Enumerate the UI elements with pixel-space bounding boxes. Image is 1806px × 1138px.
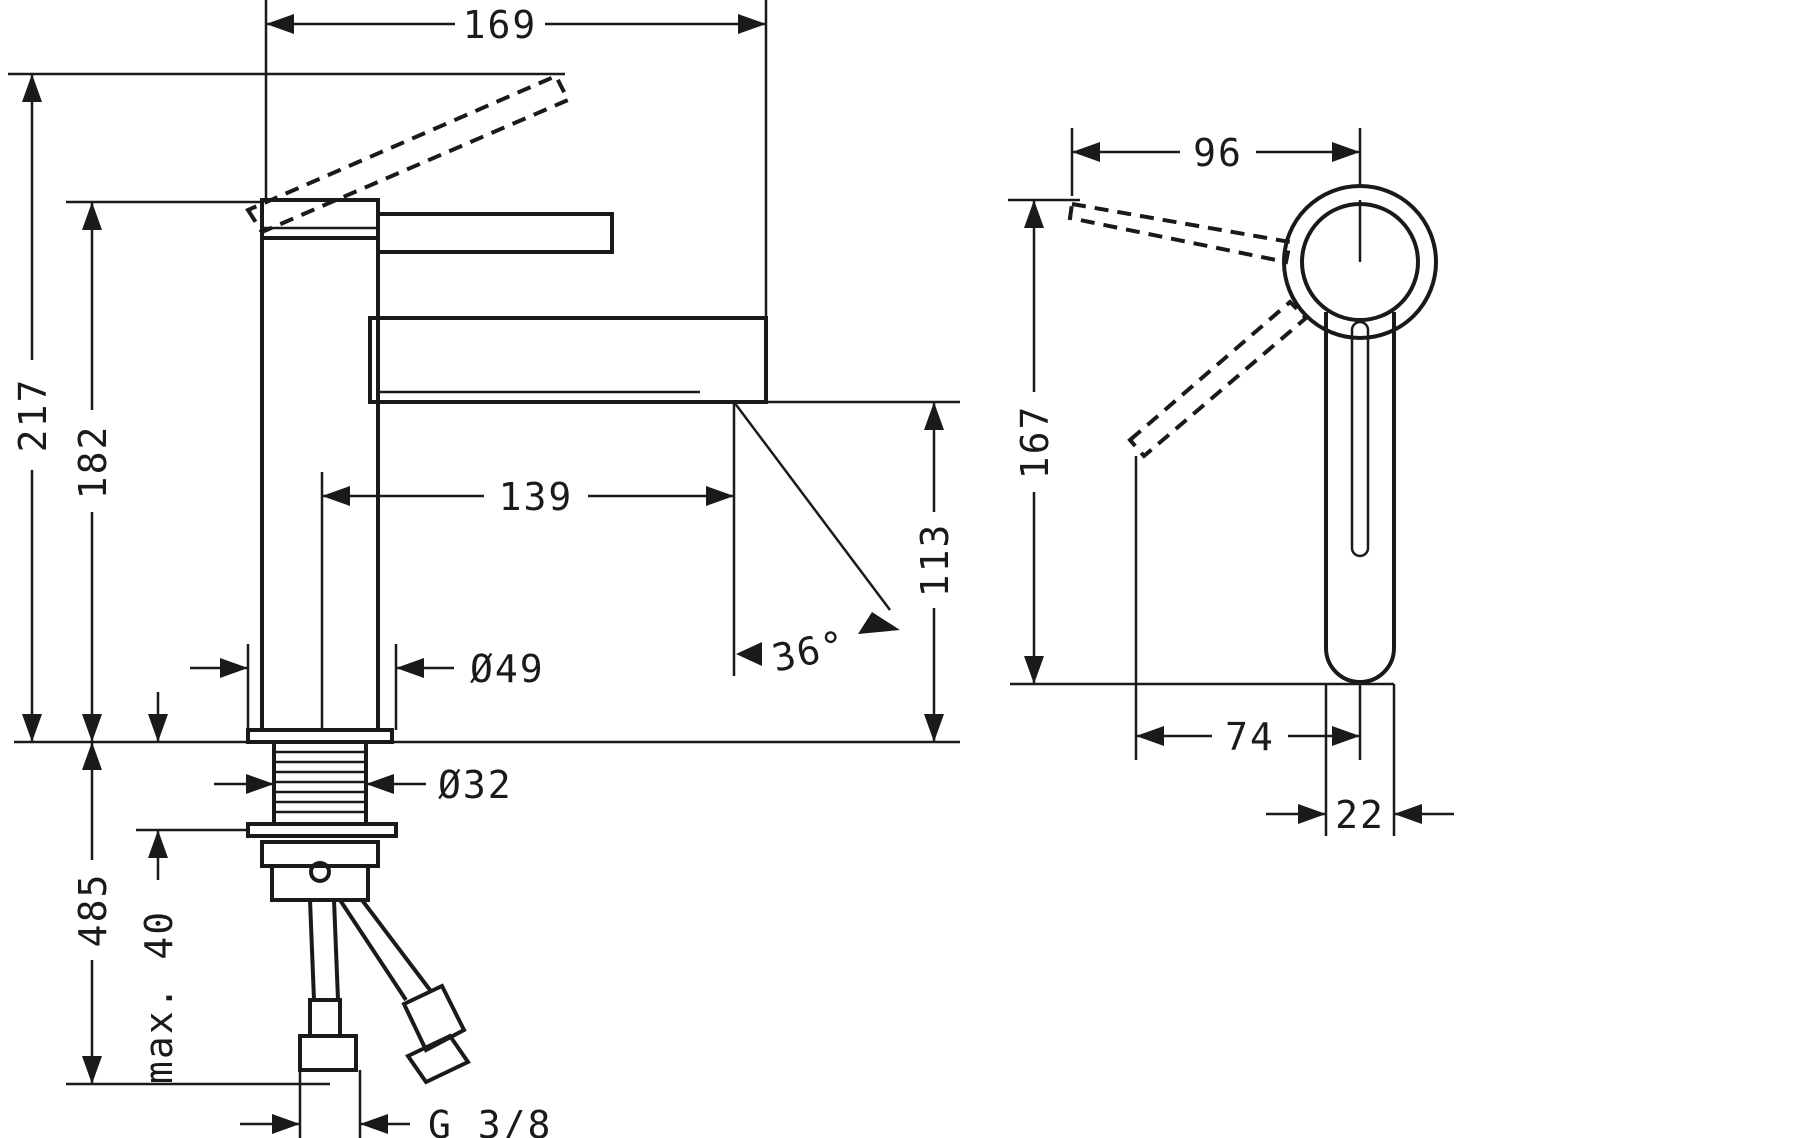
dim-hose-length: 485 xyxy=(66,742,330,1086)
dim-spout-angle: 36° xyxy=(733,401,900,681)
front-view: 169 217 182 139 xyxy=(8,0,960,1138)
dim-shank-diameter: Ø32 xyxy=(214,763,513,807)
label-217: 217 xyxy=(11,378,55,453)
label-167: 167 xyxy=(1013,405,1057,480)
label-139: 139 xyxy=(499,475,574,519)
label-d32: Ø32 xyxy=(438,763,513,807)
label-max40: max. 40 xyxy=(137,910,181,1084)
side-handle xyxy=(1324,312,1396,684)
label-d49: Ø49 xyxy=(470,647,545,691)
lever-handle-open-dashed xyxy=(245,73,571,235)
dim-body-diameter: Ø49 xyxy=(190,644,545,730)
shank-threads xyxy=(274,750,366,814)
label-169: 169 xyxy=(463,3,538,47)
dim-handle-width: 22 xyxy=(1266,684,1454,837)
supply-hoses xyxy=(298,898,471,1085)
dim-side-width: 96 xyxy=(1070,128,1362,196)
label-182: 182 xyxy=(71,425,115,500)
nut-screw xyxy=(309,861,331,883)
dim-side-reach: 74 xyxy=(1134,456,1362,760)
lever-handle xyxy=(376,212,614,254)
dim-spout-reach: 139 xyxy=(320,402,736,730)
dim-deck-arrow xyxy=(148,692,168,742)
side-handle-slot xyxy=(1350,320,1370,558)
label-96: 96 xyxy=(1193,131,1243,175)
faucet-cap xyxy=(260,198,380,240)
side-view: 96 167 74 22 xyxy=(1008,128,1454,837)
dim-thread: G 3/8 xyxy=(240,1070,552,1138)
hose-fitting-left xyxy=(298,1034,358,1072)
dim-max-thickness: max. 40 xyxy=(136,828,248,1084)
dim-spout-height: 113 xyxy=(766,400,960,742)
mounting-washer xyxy=(246,822,398,838)
label-22: 22 xyxy=(1335,793,1385,837)
dim-top-width: 169 xyxy=(264,0,768,318)
label-74: 74 xyxy=(1225,715,1275,759)
side-lever-swing-dashed xyxy=(1127,299,1309,459)
label-36deg: 36° xyxy=(768,622,850,681)
faucet-body xyxy=(260,236,380,732)
spout xyxy=(368,316,768,404)
label-113: 113 xyxy=(913,523,957,598)
dim-body-height: 182 xyxy=(66,200,262,742)
dim-side-height: 167 xyxy=(1008,198,1080,684)
hose-fitting-right xyxy=(401,983,467,1053)
dim-total-height: 217 xyxy=(8,72,565,742)
side-lever-open-dashed xyxy=(1067,201,1293,265)
label-485: 485 xyxy=(71,873,115,948)
label-g38: G 3/8 xyxy=(428,1103,552,1138)
